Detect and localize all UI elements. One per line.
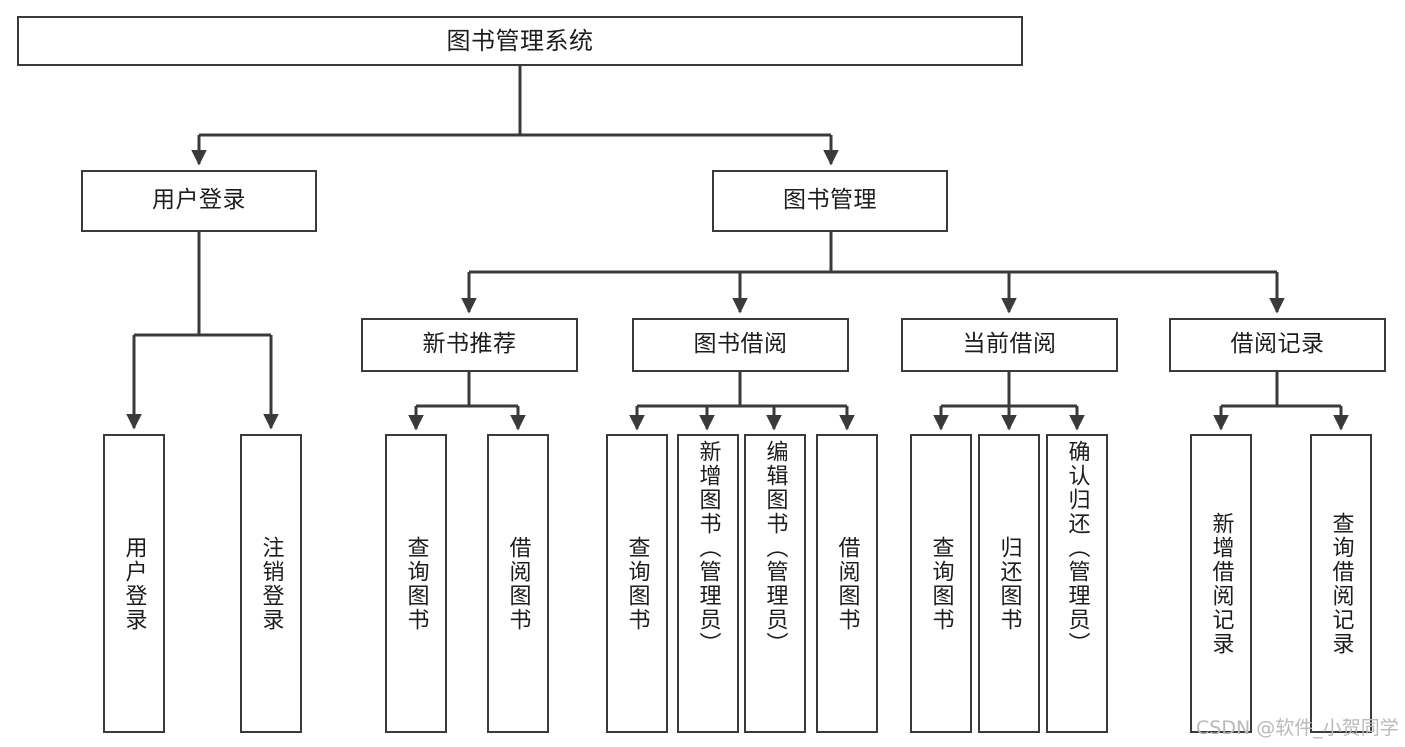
leaf-query-borrow-record[interactable]: 查询借阅记录 xyxy=(1310,434,1372,733)
node-label: 图书借阅 xyxy=(693,331,788,358)
node-label: 查询图书 xyxy=(928,535,954,632)
csdn-watermark: CSDN @软件_小贺同学 xyxy=(1196,717,1399,739)
node-user-login[interactable]: 用户登录 xyxy=(81,170,317,232)
node-label: 新增图书（管理员） xyxy=(695,440,721,656)
node-label: 查询图书 xyxy=(403,535,429,632)
leaf-add-borrow-record[interactable]: 新增借阅记录 xyxy=(1190,434,1252,733)
leaf-logout[interactable]: 注销登录 xyxy=(240,434,302,733)
leaf-user-login[interactable]: 用户登录 xyxy=(103,434,165,733)
node-label: 编辑图书（管理员） xyxy=(762,440,788,656)
node-label: 用户登录 xyxy=(121,535,147,632)
node-label: 注销登录 xyxy=(258,535,284,632)
node-label: 借阅图书 xyxy=(505,535,531,632)
node-book-management[interactable]: 图书管理 xyxy=(712,170,948,232)
node-borrow-records[interactable]: 借阅记录 xyxy=(1169,318,1386,372)
node-label: 用户登录 xyxy=(152,187,246,214)
leaf-edit-book-admin[interactable]: 编辑图书（管理员） xyxy=(744,434,806,733)
node-label: 归还图书 xyxy=(996,535,1022,632)
node-label: 查询图书 xyxy=(624,535,650,632)
leaf-borrow-books-recommend[interactable]: 借阅图书 xyxy=(487,434,549,733)
leaf-add-book-admin[interactable]: 新增图书（管理员） xyxy=(677,434,739,733)
node-label: 查询借阅记录 xyxy=(1328,511,1354,656)
leaf-query-books-current[interactable]: 查询图书 xyxy=(910,434,972,733)
node-root-book-management-system[interactable]: 图书管理系统 xyxy=(17,16,1023,66)
leaf-borrow-books-borrow[interactable]: 借阅图书 xyxy=(816,434,878,733)
node-label: 确认归还（管理员） xyxy=(1064,440,1090,656)
node-label: 借阅图书 xyxy=(834,535,860,632)
node-label: 图书管理 xyxy=(783,187,877,214)
node-label: 图书管理系统 xyxy=(446,26,594,55)
node-current-borrowing[interactable]: 当前借阅 xyxy=(901,318,1118,372)
leaf-return-books[interactable]: 归还图书 xyxy=(978,434,1040,733)
leaf-query-books-borrow[interactable]: 查询图书 xyxy=(606,434,668,733)
node-label: 当前借阅 xyxy=(962,331,1057,358)
node-label: 借阅记录 xyxy=(1230,331,1325,358)
node-label: 新增借阅记录 xyxy=(1208,511,1234,656)
node-book-borrowing[interactable]: 图书借阅 xyxy=(632,318,849,372)
leaf-confirm-return-admin[interactable]: 确认归还（管理员） xyxy=(1046,434,1108,733)
node-label: 新书推荐 xyxy=(422,331,517,358)
node-new-book-recommendation[interactable]: 新书推荐 xyxy=(361,318,578,372)
leaf-query-books-recommend[interactable]: 查询图书 xyxy=(385,434,447,733)
